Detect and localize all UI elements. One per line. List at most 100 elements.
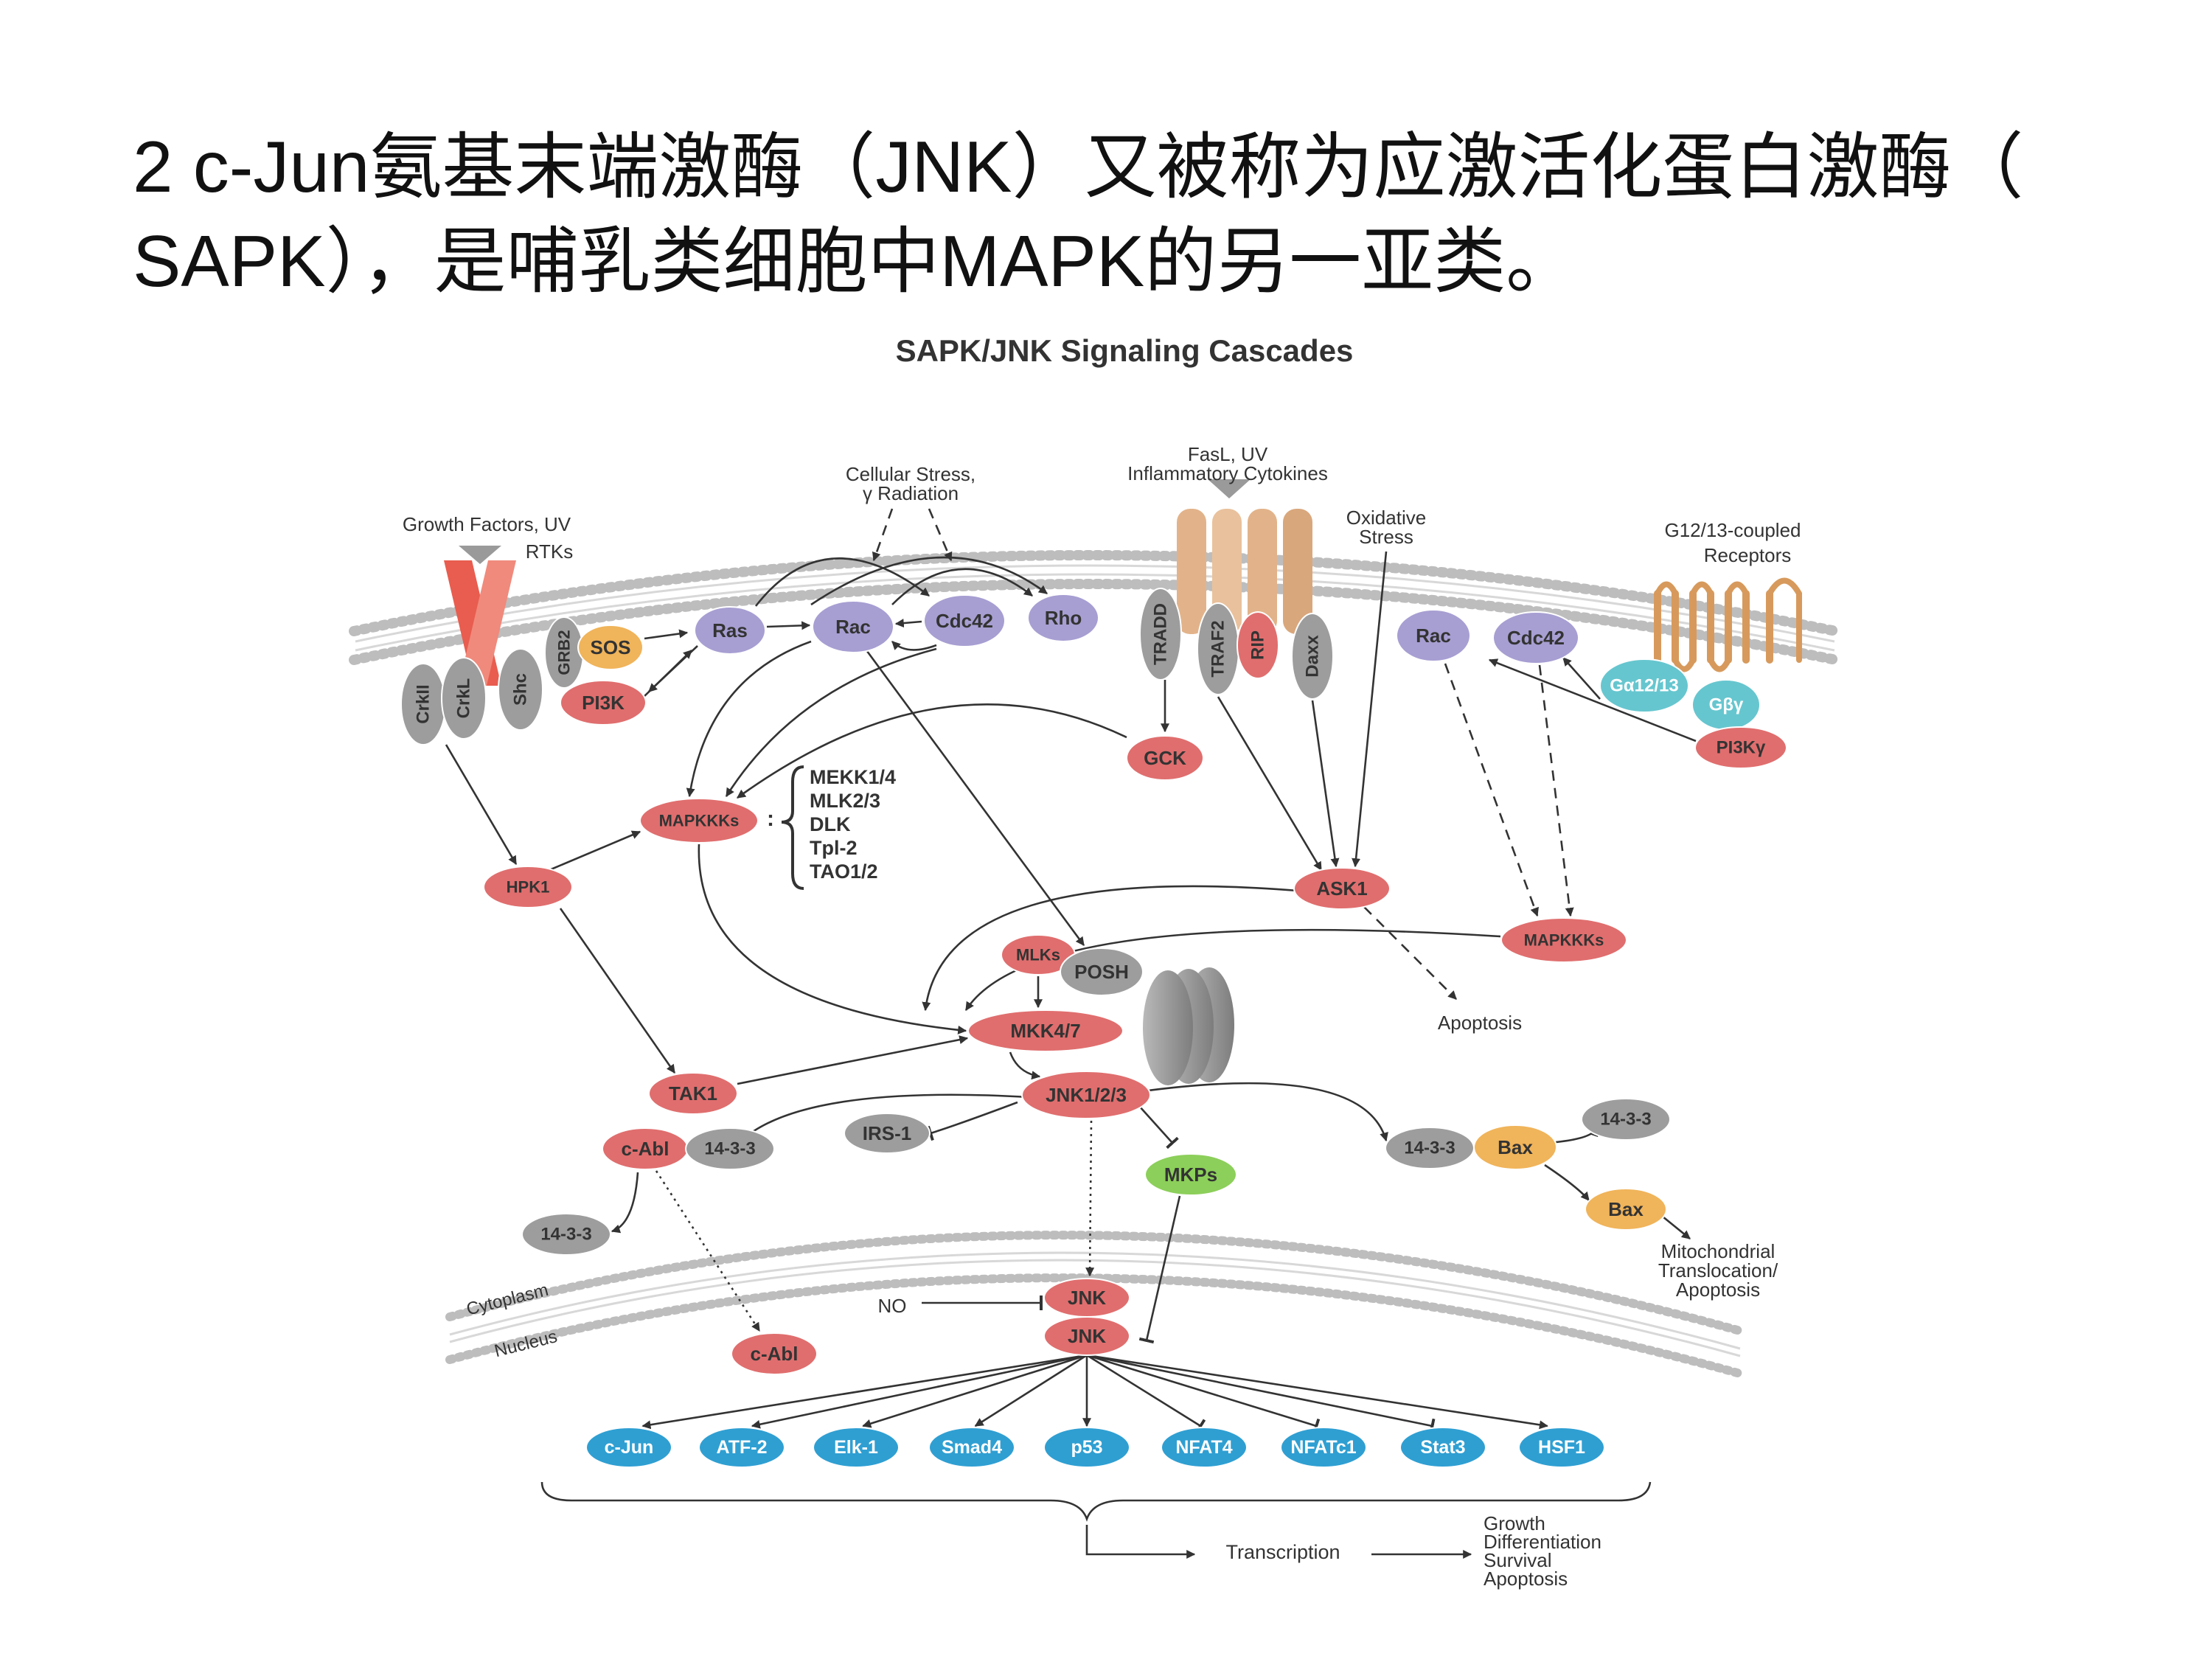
pathway-edge (641, 1354, 1088, 1430)
pathway-edge-inhibition (1086, 1354, 1206, 1433)
node-mapkkks2: MAPKKKs (1500, 917, 1627, 963)
pathway-edge-dashed (1363, 906, 1457, 1000)
slide-title-line-2: SAPK），是哺乳类细胞中MAPK的另一亚类。 (133, 220, 1579, 302)
pathway-edge (1217, 696, 1323, 872)
node-label: CrkII (414, 684, 434, 723)
mapkkk-list-item: TAO1/2 (810, 860, 878, 883)
node-shape (1043, 1316, 1130, 1356)
node-shape (1139, 588, 1182, 681)
node-label: MKPs (1164, 1164, 1217, 1186)
pathway-edge (1142, 1082, 1388, 1142)
node-label: POSH (1074, 961, 1129, 983)
node-pi3k: PI3K (560, 680, 647, 726)
node-shape (639, 798, 759, 844)
node-label: Rac (1416, 625, 1451, 647)
target-label: ATF-2 (717, 1437, 768, 1458)
target-node: Stat3 (1399, 1427, 1486, 1468)
node-shape (1500, 917, 1627, 963)
label-outcome: Growth (1484, 1512, 1545, 1534)
diagram-labels: Apoptosis Mitochondrial Translocation/ A… (465, 1012, 1778, 1590)
rtk-receptor (444, 546, 516, 686)
label-apoptosis: Apoptosis (1438, 1012, 1522, 1034)
node-shape (731, 1332, 818, 1375)
stimulus-growth-factors: Growth Factors, UV (403, 513, 571, 535)
node-label: GCK (1144, 747, 1186, 769)
node-label: Gα12/13 (1610, 676, 1678, 696)
pathway-edge (1562, 657, 1601, 700)
node-label: Shc (511, 673, 531, 706)
node-bax2: Bax (1585, 1188, 1667, 1231)
target-node: Elk-1 (813, 1427, 900, 1468)
pathway-edge (611, 1172, 639, 1234)
node-shape (577, 625, 644, 670)
target-label: Stat3 (1420, 1437, 1465, 1458)
node-label: 14-3-3 (704, 1139, 755, 1159)
pathway-edge-inhibition (1086, 1354, 1321, 1434)
pathway-edge (974, 1354, 1088, 1427)
node-label: IRS-1 (863, 1122, 911, 1144)
node-p1433-d: 14-3-3 (521, 1213, 611, 1256)
mapkkk-list-item: Tpl-2 (810, 837, 858, 859)
target-label: HSF1 (1538, 1437, 1585, 1458)
node-tak1: TAK1 (648, 1072, 738, 1115)
node-label: Rac (835, 616, 871, 638)
target-node: HSF1 (1518, 1427, 1605, 1468)
label-mitochondrial: Mitochondrial (1661, 1240, 1775, 1262)
pathway-edge (686, 640, 812, 798)
target-label: Smad4 (942, 1437, 1002, 1458)
mapkkk-list-item: MLK2/3 (810, 790, 880, 812)
node-jnk123: JNK1/2/3 (1021, 1071, 1151, 1119)
pathway-edge (549, 830, 641, 872)
pathway-edge-inhibition (1138, 1105, 1179, 1150)
target-node: p53 (1043, 1427, 1130, 1468)
node-shape (923, 594, 1006, 647)
node-posh: POSH (1060, 947, 1144, 996)
stimulus-gamma-radiation: γ Radiation (863, 482, 959, 504)
node-label: MKK4/7 (1010, 1020, 1080, 1042)
stimulus-receptors: Receptors (1704, 544, 1792, 566)
node-rac2: Rac (1396, 609, 1471, 662)
pathway-edge (964, 928, 1501, 1012)
pathway-edges (445, 508, 1697, 1559)
node-irs1: IRS-1 (844, 1113, 931, 1154)
node-label: c-Abl (622, 1138, 669, 1160)
target-label: NFATc1 (1290, 1437, 1356, 1458)
pathway-edge-inhibition (927, 1101, 1018, 1141)
node-shape (685, 1127, 775, 1170)
node-shape (521, 1213, 611, 1256)
node-p1433-c: 14-3-3 (1581, 1098, 1671, 1141)
target-shape (928, 1427, 1015, 1468)
node-rip: RIP (1237, 611, 1279, 679)
label-no: NO (878, 1295, 907, 1317)
pathway-edge (862, 1354, 1088, 1428)
pathway-edge-dashed (1444, 663, 1539, 917)
stimulus-rtks: RTKs (526, 540, 574, 563)
node-cdc42-1: Cdc42 (923, 594, 1006, 647)
pathway-edge (644, 629, 689, 640)
pathway-edge (922, 885, 1298, 1012)
node-p1433-a: 14-3-3 (685, 1127, 775, 1170)
node-jnk-a: JNK (1043, 1278, 1130, 1318)
node-shape (1293, 867, 1391, 910)
node-shape (844, 1113, 931, 1154)
pathway-edge (559, 908, 676, 1074)
node-pi3kg: PI3Kγ (1694, 726, 1787, 769)
node-gck: GCK (1126, 735, 1204, 781)
pathway-edge (1311, 700, 1340, 868)
stimulus-labels: Growth Factors, UV RTKs Cellular Stress,… (403, 443, 1801, 566)
label-outcome: Survival (1484, 1549, 1551, 1571)
node-hpk1: HPK1 (483, 866, 573, 908)
node-label: Gβγ (1709, 695, 1744, 715)
pathway-edge (1009, 1051, 1041, 1080)
pathway-edge (1662, 1215, 1691, 1240)
node-shape (967, 1009, 1124, 1052)
pathway-edge (894, 619, 922, 628)
node-label: 14-3-3 (1404, 1138, 1455, 1158)
target-shape (585, 1427, 672, 1468)
pathway-edge (725, 647, 937, 798)
pathway-edge (1086, 1354, 1548, 1430)
node-label: MAPKKKs (1524, 931, 1604, 950)
node-shape (1694, 726, 1787, 769)
target-shape (1161, 1427, 1248, 1468)
